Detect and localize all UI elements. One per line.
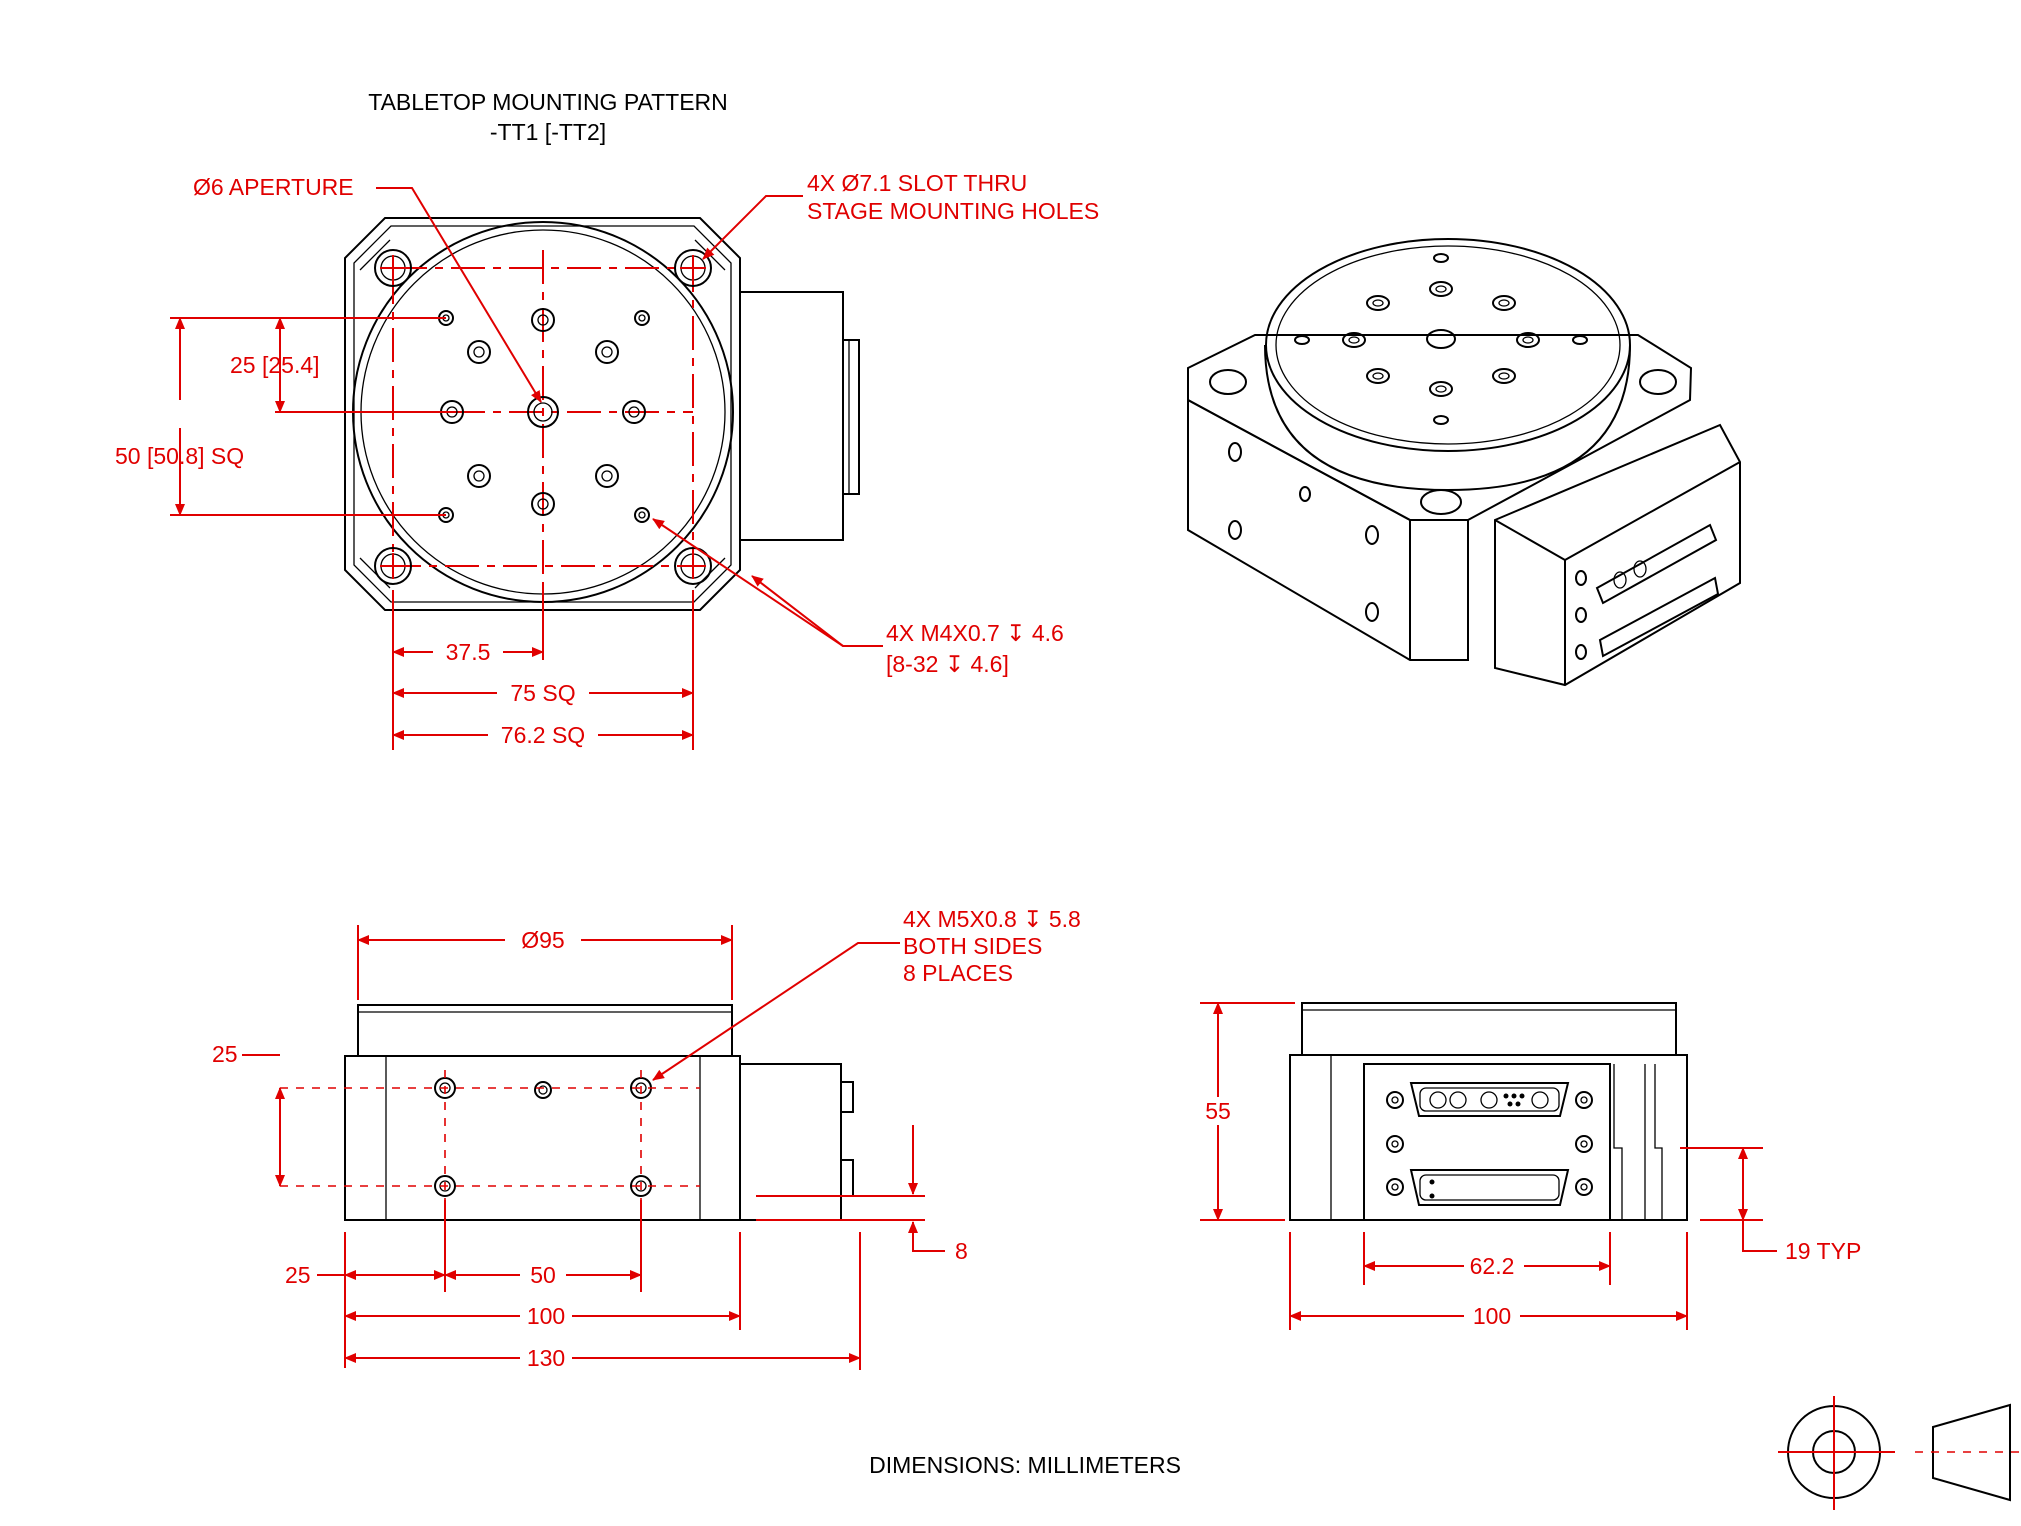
third-angle-projection-symbol-icon [1778,1396,2021,1510]
tap-note-line-1: 4X M4X0.7 ↧ 4.6 [886,620,1064,646]
front-note-line-2: BOTH SIDES [903,933,1042,959]
dim-50-front: 50 [530,1262,556,1288]
slot-note-line-1: 4X Ø7.1 SLOT THRU [807,170,1027,196]
table-holes [438,308,650,523]
dim-100-front: 100 [527,1303,565,1329]
tap-note-line-2: [8-32 ↧ 4.6] [886,651,1009,677]
title-line-2: -TT1 [-TT2] [490,119,606,145]
front-note-line-3: 8 PLACES [903,960,1013,986]
dim-75-sq: 75 SQ [510,680,575,706]
units-note: DIMENSIONS: MILLIMETERS [869,1452,1181,1478]
dim-76-2-sq: 76.2 SQ [501,722,585,748]
dim-50-sq: 50 [50.8] SQ [115,443,244,469]
dim-19-typ: 19 TYP [1785,1238,1861,1264]
front-note-line-1: 4X M5X0.8 ↧ 5.8 [903,906,1081,932]
dim-37-5: 37.5 [446,639,491,665]
dim-25-horizontal: 25 [285,1262,311,1288]
dim-62-2: 62.2 [1470,1253,1515,1279]
dim-130: 130 [527,1345,565,1371]
dim-diameter-95: Ø95 [521,927,564,953]
dim-25-vertical: 25 [212,1041,238,1067]
top-view: 25 [25.4] 50 [50.8] SQ 37.5 75 SQ 76.2 S… [115,170,1099,750]
dim-25-top: 25 [25.4] [230,352,320,378]
aperture-note: Ø6 APERTURE [193,174,354,200]
slot-note-line-2: STAGE MOUNTING HOLES [807,198,1099,224]
dim-55: 55 [1205,1098,1231,1124]
dim-100-side: 100 [1473,1303,1511,1329]
dim-8: 8 [955,1238,968,1264]
mounting-holes [374,249,712,585]
front-view: Ø95 25 8 25 50 100 130 4X M5X0.8 ↧ 5.8 B… [212,906,1081,1372]
side-view: 55 19 TYP 62.2 100 [1200,1002,1861,1330]
title-line-1: TABLETOP MOUNTING PATTERN [368,89,728,115]
isometric-view [1187,238,1741,687]
